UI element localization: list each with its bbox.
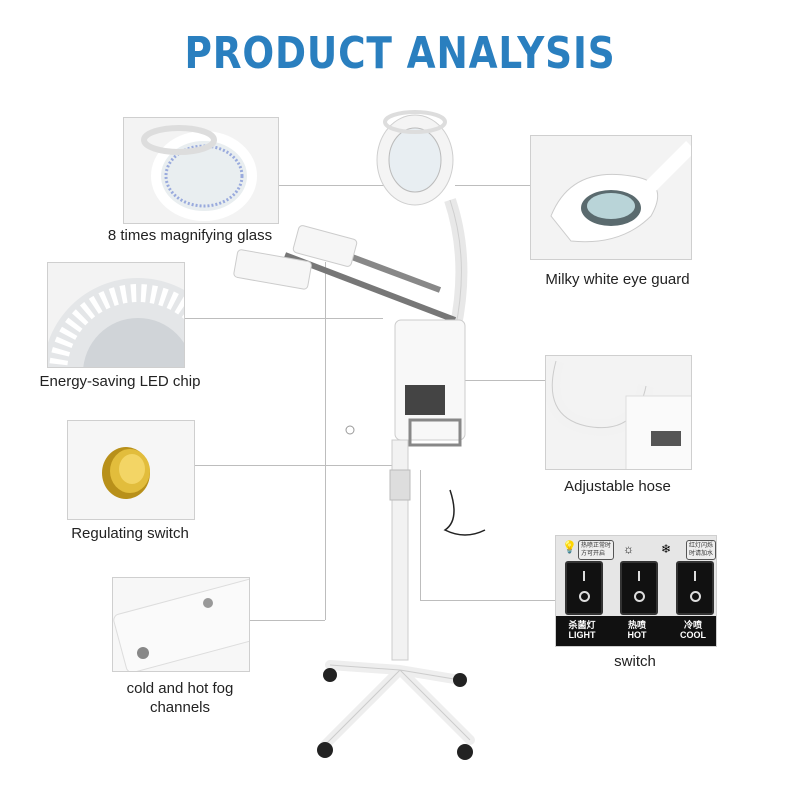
connector-line [325, 262, 326, 620]
hose-image [545, 355, 692, 470]
regulating-knob-image [67, 420, 195, 520]
note-left: 热喷正常时方可开启 [578, 540, 615, 560]
connector-line [420, 600, 555, 601]
connector-line [277, 185, 402, 186]
connector-line [193, 465, 393, 466]
snowflake-icon: ❄ [661, 542, 672, 556]
caption-knob: Regulating switch [71, 525, 189, 542]
led-chip-image [47, 262, 185, 368]
connector-line [455, 185, 530, 186]
page-title: PRODUCT ANALYSIS [184, 28, 616, 79]
light-switch[interactable] [565, 561, 603, 615]
connector-line [183, 318, 383, 319]
caption-fog: cold and hot fog channels [126, 680, 234, 716]
eye-guard-image [530, 135, 692, 260]
cool-switch[interactable] [676, 561, 714, 615]
caption-switch: switch [614, 653, 656, 670]
caption-led: Energy-saving LED chip [39, 373, 201, 390]
connector-line [248, 620, 325, 621]
connector-line [420, 470, 421, 600]
connector-line [462, 380, 545, 381]
label-strip [556, 616, 716, 646]
caption-eye-guard: Milky white eye guard [545, 271, 690, 288]
sun-icon: ☼ [623, 542, 634, 556]
note-right: 红灯闪烁时请加水 [686, 540, 716, 560]
caption-magnifier: 8 times magnifying glass [107, 227, 273, 244]
caption-hose: Adjustable hose [564, 478, 671, 495]
fog-channels-image [112, 577, 250, 672]
magnifier-image [123, 117, 279, 224]
light-icon: 💡 [562, 540, 577, 554]
hot-switch[interactable] [620, 561, 658, 615]
